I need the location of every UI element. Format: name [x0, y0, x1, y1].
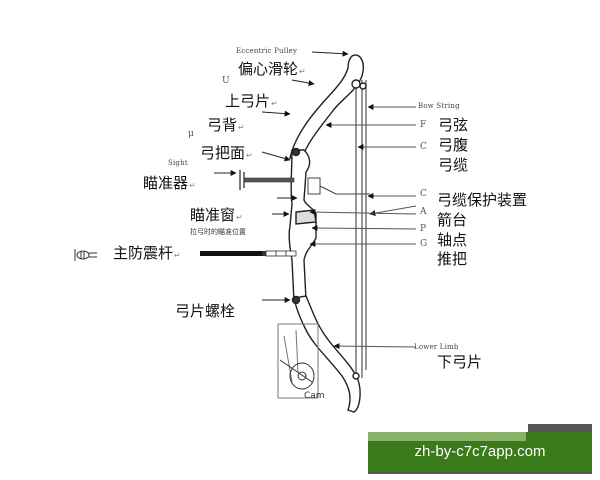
stabilizer-rod — [200, 250, 297, 257]
letter-p: P — [420, 224, 427, 234]
letter-g: G — [420, 239, 428, 249]
cable-guard — [307, 177, 370, 195]
cam-inset — [277, 323, 319, 399]
letter-c2: C — [420, 189, 427, 199]
label-bow-belly: 弓腹 — [438, 136, 469, 154]
riser — [288, 147, 317, 303]
label-sight-window: 瞄准窗↵ — [190, 206, 243, 224]
label-sight: 瞄准器↵ — [143, 174, 196, 192]
bow-string — [355, 70, 367, 385]
label-sight-window-note: 拉弓时的瞄准位置 — [190, 228, 246, 236]
watermark-shadow — [528, 424, 592, 434]
watermark-edge — [368, 472, 592, 474]
label-eccentric-pulley: 偏心滑轮↵ — [238, 60, 306, 78]
stabilizer-icon — [74, 249, 97, 261]
label-arrow-rest: 箭台 — [437, 211, 468, 229]
letter-f: F — [420, 120, 427, 130]
label-cam-en: Cam — [304, 391, 325, 401]
label-bow-string: 弓弦 — [438, 116, 469, 134]
label-sight-en: Sight — [168, 159, 188, 167]
label-bow-back: 弓背↵ — [207, 116, 245, 134]
label-stabilizer: 主防震杆↵ — [113, 244, 181, 262]
lower-limb — [291, 295, 361, 413]
label-eccentric-pulley-en: Eccentric Pulley — [236, 47, 298, 55]
letter-u: U — [222, 76, 230, 86]
label-lower-limb: 下弓片 — [437, 353, 483, 371]
label-bow-cable: 弓缆 — [438, 156, 469, 174]
watermark-highlight — [368, 432, 526, 441]
sight-assembly — [239, 170, 295, 190]
right-arrows — [309, 104, 417, 350]
left-arrows — [214, 50, 349, 303]
letter-a: A — [420, 207, 427, 217]
label-bow-string-en: Bow String — [418, 102, 460, 110]
label-cable-guard: 弓缆保护装置 — [437, 191, 528, 209]
watermark-text: zh-by-c7c7app.com — [414, 443, 546, 460]
label-upper-limb: 上弓片↵ — [225, 92, 278, 110]
label-limb-bolt: 弓片螺栓 — [175, 302, 236, 320]
label-grip: 推把 — [437, 250, 468, 268]
label-riser-face: 弓把面↵ — [200, 144, 253, 162]
letter-mu: μ — [188, 129, 194, 139]
label-pivot-point: 轴点 — [437, 231, 468, 249]
label-lower-limb-en: Lower Limb — [414, 343, 459, 351]
letter-c1: C — [420, 142, 427, 152]
